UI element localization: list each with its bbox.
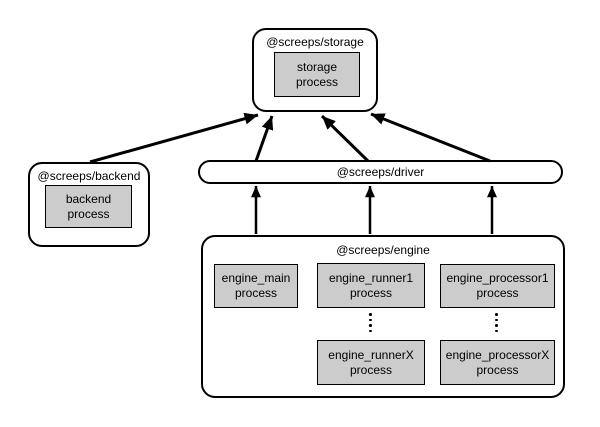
vertical-ellipsis-icon xyxy=(369,313,372,332)
engine-processor1-process-box: engine_processor1 process xyxy=(440,264,555,308)
engine-processorX-process-box: engine_processorX process xyxy=(440,340,555,385)
storage-process-box: storage process xyxy=(274,52,360,97)
vertical-ellipsis-icon xyxy=(495,313,498,332)
engine-runner1-process-box: engine_runner1 process xyxy=(317,263,425,308)
arrow-driver-to-storage-left xyxy=(254,115,274,162)
driver-package-label: @screeps/driver xyxy=(336,165,425,179)
engine-package-label: @screeps/engine xyxy=(336,243,430,257)
arrow-backend-to-storage xyxy=(89,112,259,164)
engine-package-node: @screeps/engine engine_main process engi… xyxy=(201,235,565,398)
driver-package-node: @screeps/driver xyxy=(198,160,563,184)
arrow-driver-to-storage-middle xyxy=(320,114,370,163)
engine-runnerX-process-box: engine_runnerX process xyxy=(317,340,425,385)
storage-package-node: @screeps/storage storage process xyxy=(252,28,378,112)
backend-package-node: @screeps/backend backend process xyxy=(28,162,150,247)
engine-main-process-box: engine_main process xyxy=(214,264,298,308)
backend-package-label: @screeps/backend xyxy=(37,169,141,183)
backend-process-box: backend process xyxy=(45,185,132,228)
arrow-driver-to-storage-right xyxy=(370,112,491,163)
storage-package-label: @screeps/storage xyxy=(266,35,364,49)
